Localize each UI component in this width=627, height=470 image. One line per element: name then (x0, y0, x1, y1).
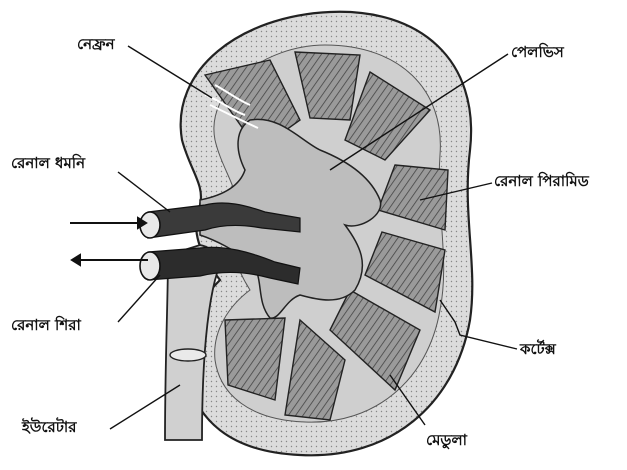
label-medulla: মেডুলা (426, 431, 467, 449)
label-renal-artery: রেনাল ধমনি (11, 154, 85, 172)
label-renal-pyramid: রেনাল পিরামিড (494, 172, 589, 190)
renal-vein-opening (140, 252, 160, 280)
ureter-cut-end (170, 349, 206, 361)
label-ureter: ইউরেটার (22, 418, 77, 436)
label-pelvis: পেলভিস (511, 43, 564, 61)
leader-renal-artery (118, 172, 170, 212)
label-cortex: কর্টেক্স (520, 340, 556, 358)
leader-renal-vein (118, 275, 160, 322)
label-renal-vein: রেনাল শিরা (11, 316, 81, 334)
label-nephron: নেফ্রন (77, 35, 115, 53)
flow-arrows (70, 218, 148, 265)
